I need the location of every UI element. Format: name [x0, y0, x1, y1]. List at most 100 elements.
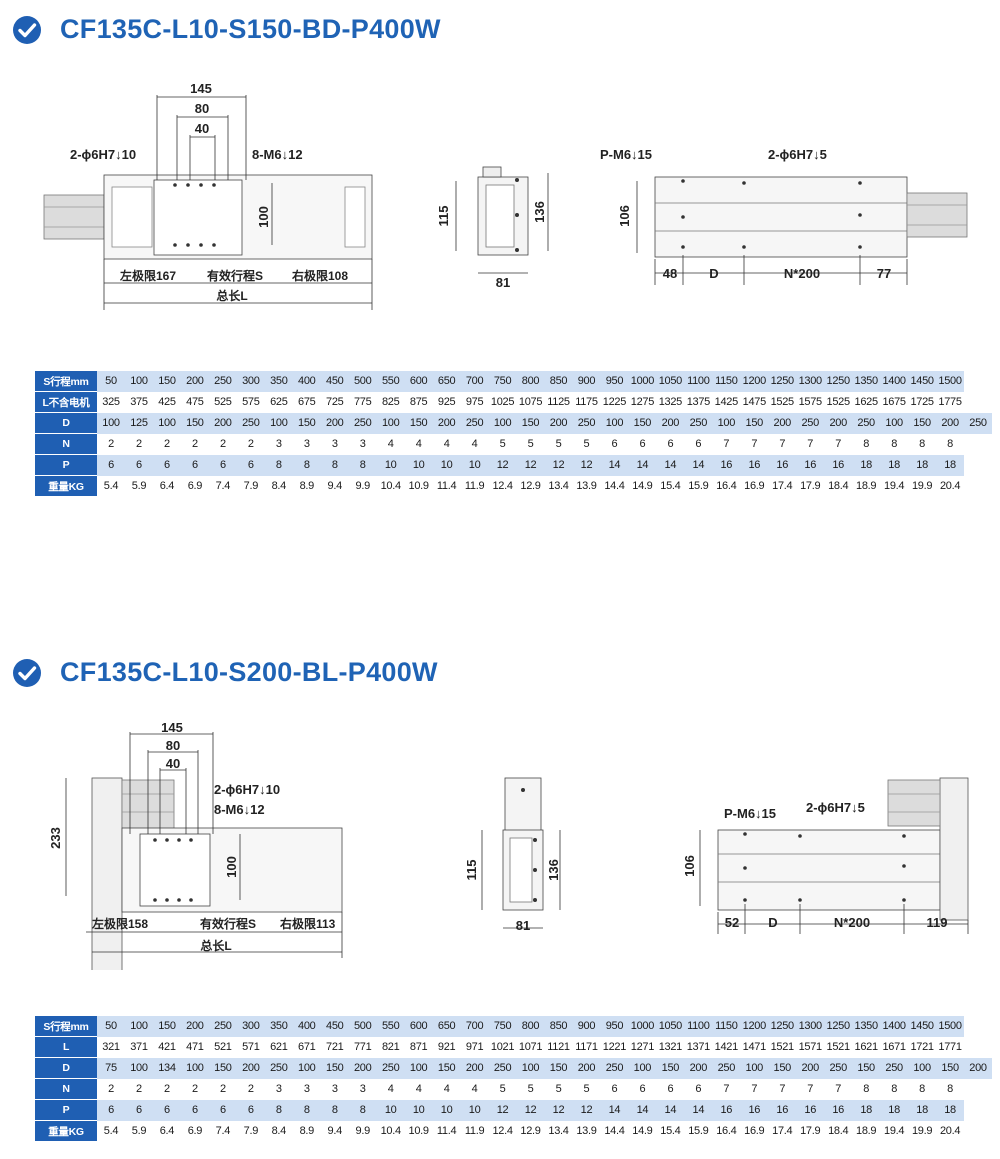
- spec-cell: 1625: [852, 391, 881, 413]
- spec-cell: 200: [656, 412, 685, 434]
- spec-cell: 775: [348, 391, 377, 413]
- product-title: CF135C-L10-S200-BL-P400W: [60, 657, 438, 687]
- dim-side-D: D: [768, 915, 777, 930]
- spec-cell: 200: [936, 412, 965, 434]
- side-view-drawing: [699, 777, 969, 934]
- spec-cell: 475: [180, 391, 209, 413]
- dim-145: 145: [190, 81, 212, 96]
- spec-cell: 3: [348, 1078, 377, 1100]
- spec-cell: 1271: [628, 1036, 657, 1058]
- spec-cell: 1250: [824, 1016, 853, 1037]
- spec-cell: 11.4: [432, 475, 461, 497]
- spec-cell: 3: [320, 1078, 349, 1100]
- spec-cell: 18.4: [824, 475, 853, 497]
- dim-145: 145: [161, 720, 183, 735]
- dim-side-N: N*200: [784, 266, 820, 281]
- spec-cell: 12: [516, 1099, 545, 1121]
- spec-cell: 1771: [936, 1036, 965, 1058]
- spec-cell: 1250: [768, 1016, 797, 1037]
- spec-cell: 10: [376, 1099, 405, 1121]
- spec-cell: 10: [376, 454, 405, 476]
- spec-row-header: L: [35, 1036, 97, 1058]
- spec-cell: 2: [124, 1078, 153, 1100]
- spec-cell: 7: [740, 1078, 769, 1100]
- spec-cell: 100: [264, 412, 293, 434]
- spec-cell: 14: [656, 1099, 685, 1121]
- spec-cell: 1400: [880, 371, 909, 392]
- spec-cell: 325: [97, 391, 125, 413]
- spec-cell: 200: [348, 1057, 377, 1079]
- spec-cell: 650: [432, 371, 461, 392]
- spec-cell: 375: [124, 391, 153, 413]
- spec-cell: 10: [460, 1099, 489, 1121]
- spec-cell: 5: [516, 1078, 545, 1100]
- right-limit-label: 右极限108: [291, 268, 348, 283]
- spec-cell: 10: [432, 1099, 461, 1121]
- spec-cell: 200: [572, 1057, 601, 1079]
- spec-cell: 675: [292, 391, 321, 413]
- spec-cell: 250: [208, 371, 237, 392]
- spec-cell: 200: [180, 371, 209, 392]
- spec-cell: 5: [544, 433, 573, 455]
- spec-cell: 625: [264, 391, 293, 413]
- spec-cell: 16: [712, 454, 741, 476]
- spec-cell: 11.9: [460, 475, 489, 497]
- product-title-row-1: CF135C-L10-S150-BD-P400W: [12, 14, 441, 45]
- spec-cell: 300: [236, 371, 265, 392]
- spec-cell: 1125: [544, 391, 573, 413]
- spec-cell: 8: [264, 454, 293, 476]
- spec-cell: 850: [544, 371, 573, 392]
- spec-cell: 2: [236, 1078, 265, 1100]
- spec-cell: 5: [572, 433, 601, 455]
- spec-cell: 250: [460, 412, 489, 434]
- spec-cell: 6: [97, 454, 125, 476]
- spec-cell: 250: [236, 412, 265, 434]
- spec-cell: 12: [572, 1099, 601, 1121]
- spec-cell: 200: [684, 1057, 713, 1079]
- spec-cell: 18.9: [852, 1120, 881, 1142]
- spec-cell: 3: [264, 1078, 293, 1100]
- spec-cell: 150: [852, 1057, 881, 1079]
- spec-cell: 1725: [908, 391, 937, 413]
- spec-cell: 921: [432, 1036, 461, 1058]
- spec-cell: 8: [880, 433, 909, 455]
- dim-end-136: 136: [546, 859, 561, 881]
- spec-cell: 6: [124, 1099, 153, 1121]
- spec-cell: 450: [320, 1016, 349, 1037]
- dim-100: 100: [224, 856, 239, 878]
- spec-cell: 900: [572, 371, 601, 392]
- dim-40: 40: [166, 756, 180, 771]
- spec-cell: 4: [432, 1078, 461, 1100]
- spec-cell: 1475: [740, 391, 769, 413]
- spec-cell: 3: [348, 433, 377, 455]
- spec-cell: 525: [208, 391, 237, 413]
- spec-cell: 1300: [796, 371, 825, 392]
- spec-cell: 1050: [656, 371, 685, 392]
- spec-cell: 1275: [628, 391, 657, 413]
- spec-cell: 100: [124, 1016, 153, 1037]
- spec-cell: 20.4: [936, 1120, 965, 1142]
- spec-cell: 16: [768, 454, 797, 476]
- spec-cell: 6: [600, 1078, 629, 1100]
- spec-cell: 750: [488, 371, 517, 392]
- spec-cell: 150: [152, 1016, 181, 1037]
- spec-cell: 19.9: [908, 1120, 937, 1142]
- spec-cell: 50: [97, 1016, 125, 1037]
- spec-cell: 421: [152, 1036, 181, 1058]
- top-view-drawing: [65, 732, 343, 970]
- spec-cell: 4: [432, 433, 461, 455]
- spec-cell: 9.4: [320, 1120, 349, 1142]
- spec-cell: 4: [460, 1078, 489, 1100]
- spec-cell: 371: [124, 1036, 153, 1058]
- spec-row-header: P: [35, 454, 97, 476]
- spec-cell: 321: [97, 1036, 125, 1058]
- spec-cell: 6: [684, 433, 713, 455]
- side-pin-label: 2-ϕ6H7↓5: [768, 147, 827, 162]
- spec-cell: 1525: [824, 391, 853, 413]
- spec-cell: 14.9: [628, 1120, 657, 1142]
- spec-cell: 1075: [516, 391, 545, 413]
